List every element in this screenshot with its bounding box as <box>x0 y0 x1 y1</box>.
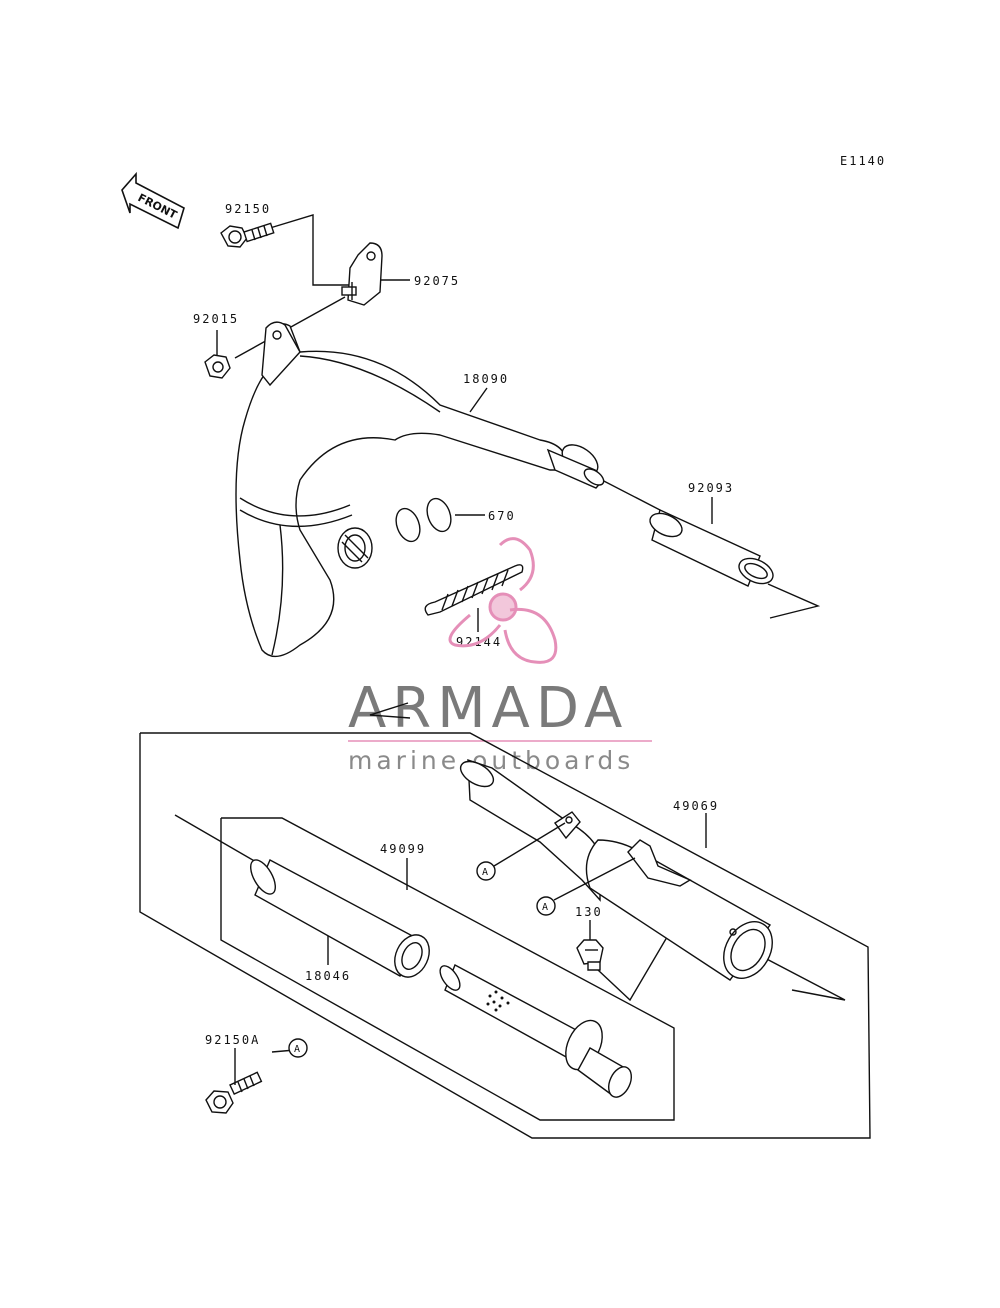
packing-part <box>250 859 430 978</box>
ref-marker-a2-label: A <box>542 902 548 913</box>
gasket-part <box>395 497 452 543</box>
watermark-logo-mark <box>448 537 558 664</box>
leader-ref-a2 <box>553 857 636 901</box>
ref-marker-a3-label: A <box>294 1044 300 1055</box>
label-silencer: 49099 <box>380 842 426 856</box>
bracket-part <box>341 242 383 306</box>
ref-marker-a1 <box>476 861 496 881</box>
label-bolt-top: 92150 <box>225 202 271 216</box>
watermark-brand: ARMADA <box>348 676 628 741</box>
muffler-assy-part <box>459 759 773 981</box>
plug-part <box>576 939 604 971</box>
ref-marker-a3 <box>288 1038 308 1058</box>
leader-ref-a1 <box>493 822 566 867</box>
spring-part <box>424 564 524 616</box>
ref-marker-a2 <box>536 896 556 916</box>
front-arrow-icon: FRONT <box>121 171 185 230</box>
ref-marker-a1-label: A <box>482 867 488 878</box>
leader-top-arrow <box>369 702 411 719</box>
label-bracket: 92075 <box>414 274 460 288</box>
sleeve-top-part <box>649 509 774 587</box>
silencer-part <box>439 964 633 1098</box>
leader-chamber <box>469 387 488 413</box>
bolt-bottom-part <box>205 1071 263 1114</box>
label-plug: 130 <box>575 905 603 919</box>
expansion-chamber-part <box>235 321 605 658</box>
outer-assembly-bracket <box>139 732 871 1139</box>
leader-left-arrow <box>174 814 259 864</box>
leader-pipe-to-sleeve <box>597 477 661 511</box>
inner-assembly-bracket <box>220 817 675 1121</box>
label-bolt-bottom: 92150A <box>205 1033 260 1047</box>
bolt-top-part <box>220 222 275 248</box>
label-nut: 92015 <box>193 312 239 326</box>
label-chamber-pipe: 18090 <box>463 372 509 386</box>
leader-sleeve-arrow <box>767 583 821 619</box>
diagram-code: E1140 <box>840 154 886 168</box>
leader-bolt-top <box>269 214 350 286</box>
label-gasket: 670 <box>488 509 516 523</box>
label-muffler-assy: 49069 <box>673 799 719 813</box>
label-sleeve-top: 92093 <box>688 481 734 495</box>
nut-part <box>204 354 231 379</box>
label-packing: 18046 <box>305 969 351 983</box>
